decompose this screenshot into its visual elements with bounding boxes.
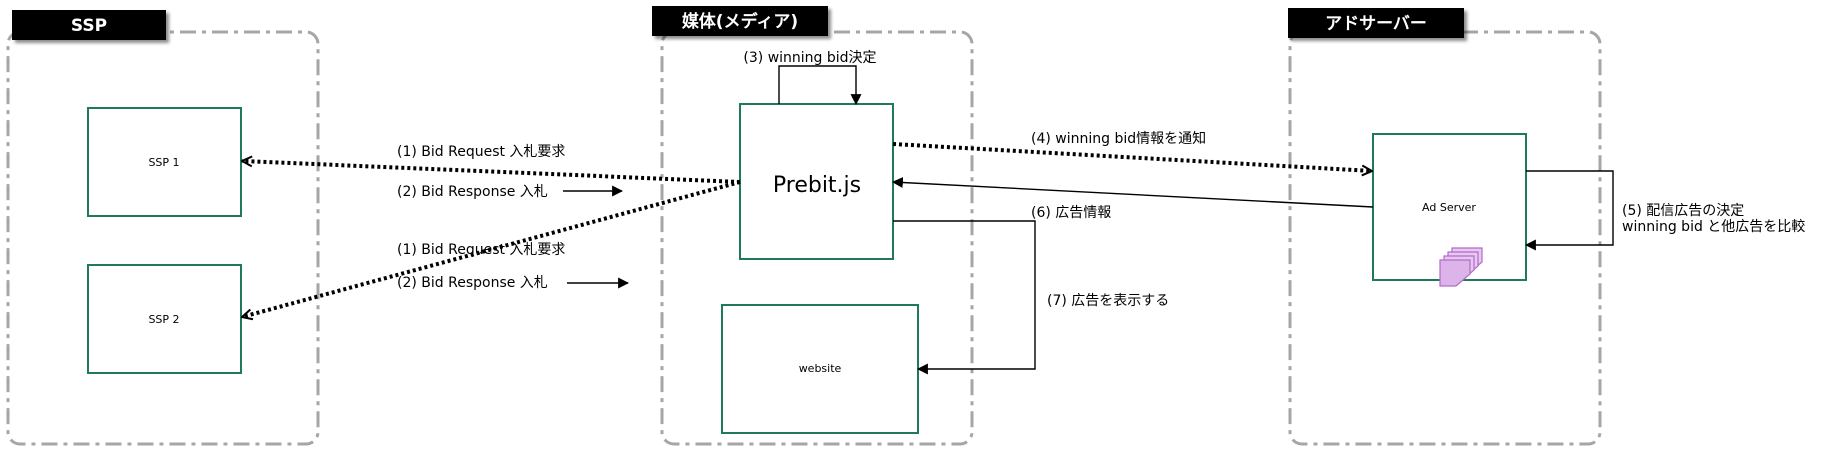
- edge-ad-info-line: [891, 177, 1374, 208]
- edge-bid-request-ssp2-line: [242, 180, 741, 317]
- group-ssp-border: [6, 30, 320, 446]
- group-adserver-title: アドサーバー: [1325, 14, 1427, 34]
- edge-ad-info: (6) 広告情報: [891, 177, 1374, 221]
- group-ssp: SSP: [6, 10, 320, 446]
- node-adserver[interactable]: Ad Server: [1372, 133, 1527, 287]
- group-media: 媒体(メディア): [652, 6, 974, 446]
- group-media-title: 媒体(メディア): [682, 11, 798, 32]
- edge-decide-ad-line: [1524, 170, 1614, 251]
- edge-bid-request-ssp2: (1) Bid Request 入札要求: [242, 180, 741, 317]
- group-ssp-title: SSP: [71, 16, 107, 36]
- node-ssp2-box[interactable]: [87, 264, 242, 374]
- edge-bid-request-ssp1-label: (1) Bid Request 入札要求: [397, 144, 565, 160]
- node-website-label: website: [799, 362, 842, 375]
- edge-display-ad-label: (7) 広告を表示する: [1047, 293, 1169, 309]
- node-website[interactable]: website: [721, 304, 919, 434]
- group-adserver: アドサーバー: [1288, 8, 1602, 446]
- node-prebit-label: Prebit.js: [773, 173, 861, 198]
- edge-winning-bid-decision: (3) winning bid決定: [743, 50, 877, 106]
- node-ssp1-box[interactable]: [87, 107, 242, 217]
- node-adserver-label: Ad Server: [1422, 201, 1476, 214]
- node-ssp2[interactable]: SSP 2: [87, 264, 242, 374]
- edge-bid-request-ssp1: (1) Bid Request 入札要求: [242, 144, 741, 184]
- node-prebit[interactable]: Prebit.js: [739, 103, 894, 260]
- edge-notify-winning-bid-label: (4) winning bid情報を通知: [1031, 130, 1206, 147]
- node-ssp1[interactable]: SSP 1: [87, 107, 242, 217]
- edge-winning-bid-decision-line: [778, 65, 862, 106]
- stacked-pages-icon: [1439, 247, 1483, 287]
- edge-decide-ad: (5) 配信広告の決定 winning bid と他広告を比較: [1524, 170, 1805, 251]
- edge-notify-winning-bid-line: [892, 142, 1372, 171]
- node-ssp2-label: SSP 2: [148, 313, 179, 326]
- edge-winning-bid-decision-label: (3) winning bid決定: [743, 50, 876, 66]
- edge-display-ad: (7) 広告を表示する: [893, 220, 1169, 375]
- group-media-title-bg: [652, 6, 828, 36]
- edge-bid-response-ssp1-label: (2) Bid Response 入札: [397, 184, 548, 200]
- node-ssp1-label: SSP 1: [148, 156, 179, 169]
- edge-decide-ad-label-line2: winning bid と他広告を比較: [1622, 219, 1805, 235]
- edge-bid-request-ssp2-label: (1) Bid Request 入札要求: [397, 242, 565, 258]
- edge-bid-response-ssp1: (2) Bid Response 入札: [397, 184, 624, 200]
- group-adserver-title-bg: [1288, 8, 1464, 38]
- edge-notify-winning-bid: (4) winning bid情報を通知: [892, 130, 1372, 171]
- edge-bid-response-ssp2-label: (2) Bid Response 入札: [397, 275, 548, 291]
- edge-bid-request-ssp1-line: [242, 161, 741, 184]
- node-website-box[interactable]: [721, 304, 919, 434]
- node-prebit-box[interactable]: [739, 103, 894, 260]
- edge-display-ad-line: [893, 220, 1036, 375]
- group-ssp-title-bg: [12, 10, 166, 40]
- edge-ad-info-label: (6) 広告情報: [1031, 205, 1111, 221]
- edge-bid-response-ssp2: (2) Bid Response 入札: [397, 275, 630, 291]
- edge-decide-ad-label-line1: (5) 配信広告の決定: [1622, 203, 1744, 219]
